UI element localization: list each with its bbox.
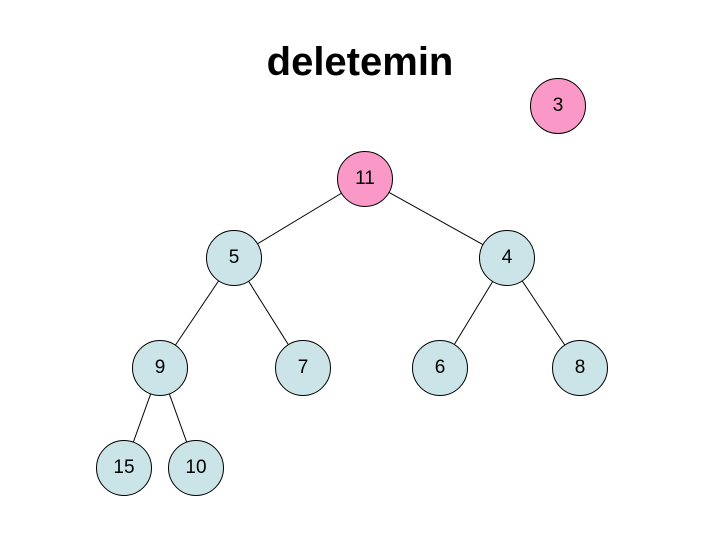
tree-node-4: 4	[479, 230, 535, 286]
tree-node-6: 6	[412, 340, 468, 396]
tree-node-11: 11	[337, 151, 393, 207]
node-label: 10	[185, 457, 207, 478]
node-label: 15	[113, 457, 135, 478]
tree-node-10: 10	[168, 440, 224, 496]
tree-node-15: 15	[96, 440, 152, 496]
slide-title: deletemin	[266, 40, 454, 84]
node-label: 6	[434, 357, 446, 378]
tree-node-5: 5	[206, 230, 262, 286]
node-label: 5	[228, 247, 240, 268]
tree-node-7: 7	[275, 340, 331, 396]
node-label: 3	[552, 95, 564, 116]
node-label: 11	[355, 168, 375, 189]
node-label: 4	[501, 247, 513, 268]
tree-node-3: 3	[530, 78, 586, 134]
tree-node-9: 9	[132, 340, 188, 396]
tree-node-8: 8	[552, 340, 608, 396]
node-label: 8	[574, 357, 586, 378]
node-label: 7	[297, 357, 309, 378]
node-label: 9	[154, 357, 166, 378]
